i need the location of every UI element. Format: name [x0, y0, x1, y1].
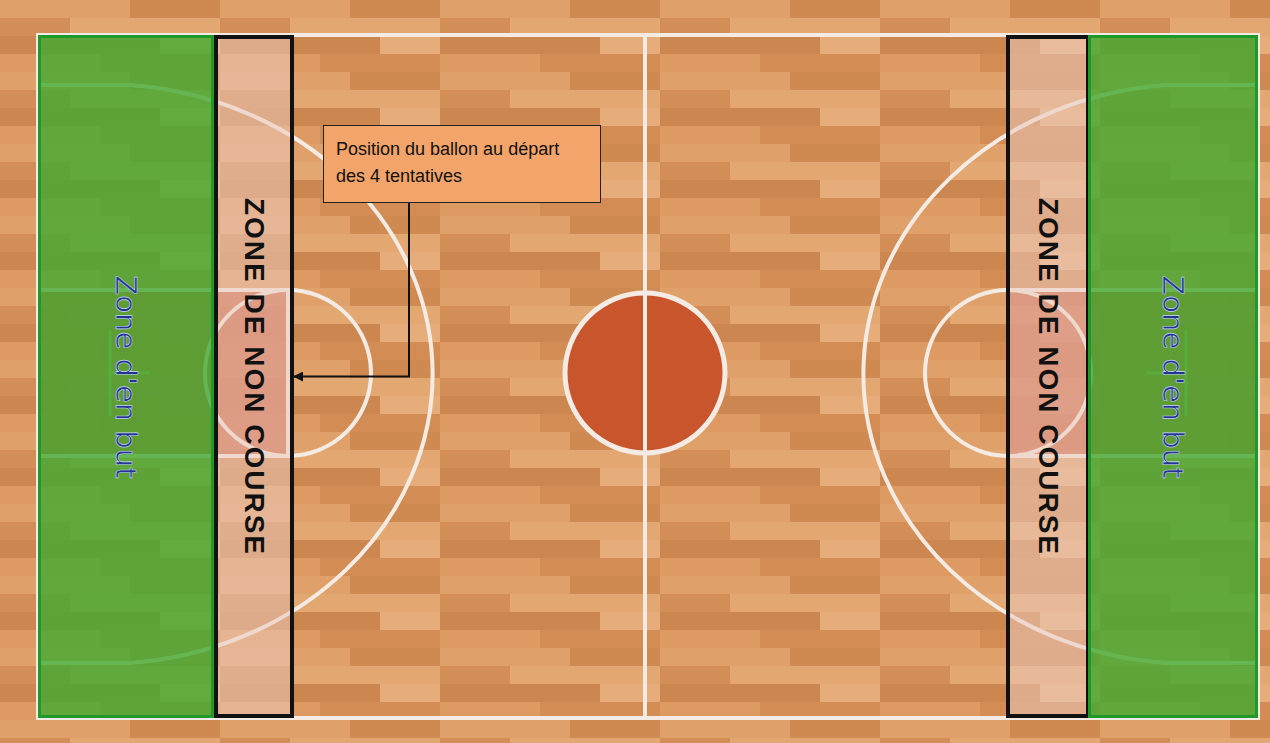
zone-label: ZONE DE NON COURSE: [238, 197, 270, 555]
no-run-zone: ZONE DE NON COURSE: [1006, 35, 1090, 718]
zone-label: Zone d'en but: [1156, 275, 1190, 478]
callout-arrow: [294, 203, 409, 377]
zone-label: Zone d'en but: [109, 275, 143, 478]
goal-zone: Zone d'en but: [1088, 35, 1258, 718]
callout-text: Position du ballon au départ des 4 tenta…: [336, 136, 588, 190]
no-run-zone: ZONE DE NON COURSE: [214, 35, 294, 718]
goal-zone: Zone d'en but: [38, 35, 214, 718]
callout-box: Position du ballon au départ des 4 tenta…: [323, 125, 601, 203]
zone-label: ZONE DE NON COURSE: [1032, 197, 1064, 555]
